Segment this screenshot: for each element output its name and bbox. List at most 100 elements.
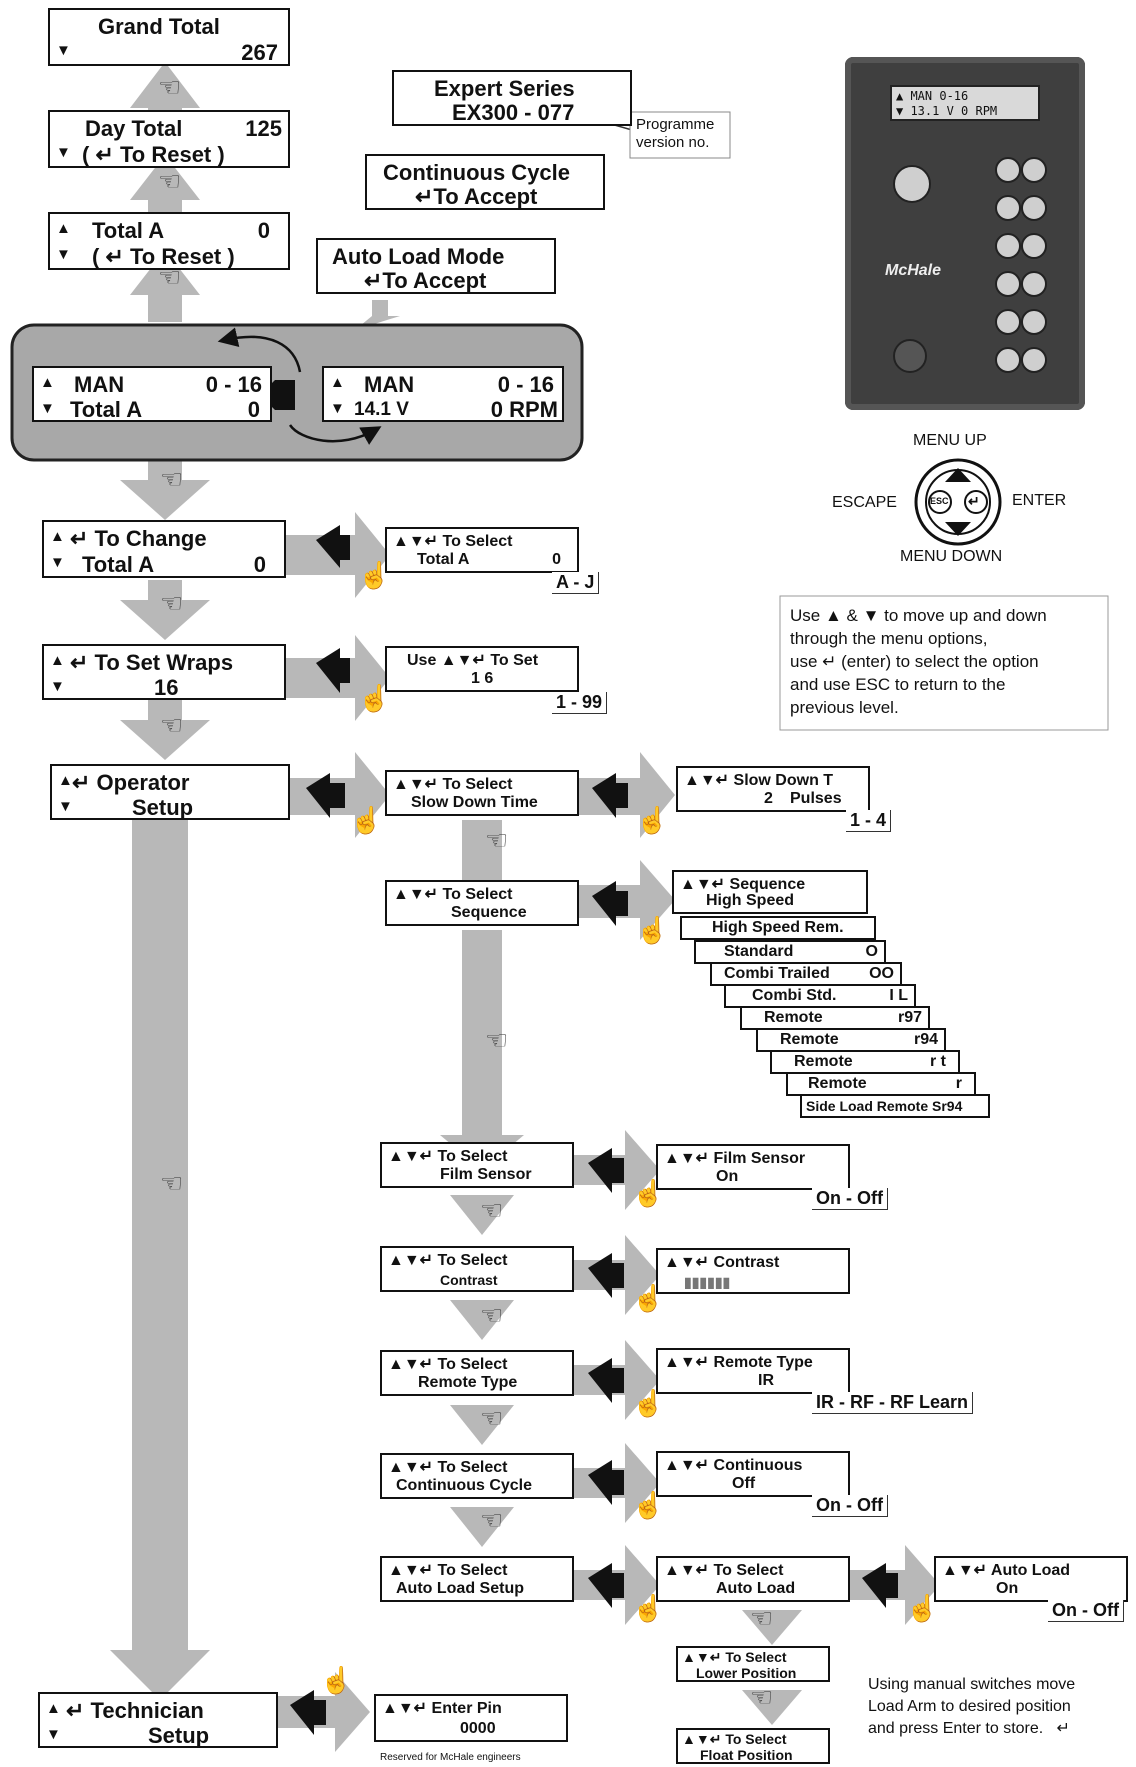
lcd-value: On (996, 1580, 1019, 1597)
pointer-hand-icon: ☝ (358, 560, 391, 590)
lcd-value: 16 (154, 675, 179, 700)
range-label: IR - RF - RF Learn (812, 1392, 973, 1414)
lcd-line: Float Position (700, 1747, 793, 1763)
lcd-select-film: ▲▼↵ To Select Film Sensor (380, 1142, 574, 1188)
lcd-line: ▲▼↵ Film Sensor (664, 1150, 806, 1167)
lcd-main-right: ▲ MAN 0 - 16 ▼ 14.1 V 0 RPM (322, 366, 564, 422)
sequence-option-label: Combi Std. (752, 987, 837, 1004)
lcd-day-total: Day Total 125 ▼ ( ↵ To Reset ) (48, 110, 290, 168)
pointer-hand-icon: ☜ (750, 1603, 774, 1633)
lcd-contrast: ▲▼↵ Contrast ▮▮▮▮▮▮ (656, 1248, 850, 1294)
lcd-line: Auto Load Setup (396, 1580, 524, 1597)
lcd-float-position: ▲▼↵ To Select Float Position (676, 1728, 830, 1764)
lcd-line: Film Sensor (440, 1166, 532, 1183)
lcd-to-change: ▲ ↵ To Change ▼ Total A 0 (42, 520, 286, 578)
lcd-operator-setup: ▲ ↵ Operator ▼ Setup (50, 764, 290, 820)
lcd-select-remote: ▲▼↵ To Select Remote Type (380, 1350, 574, 1396)
lcd-line: ▲▼↵ To Select (388, 1252, 508, 1269)
lcd-line: Total A (82, 552, 155, 577)
lcd-value: Off (732, 1475, 756, 1492)
pointer-hand-icon: ☝ (358, 683, 391, 713)
down-arrow-icon: ▼ (330, 400, 345, 417)
lcd-line: MAN (74, 372, 125, 397)
lcd-line: MAN (364, 372, 415, 397)
pointer-hand-icon: ☜ (480, 1505, 504, 1535)
lcd-line: ▲▼↵ To Select (388, 1356, 508, 1373)
lcd-select-sequence: ▲▼↵ To Select Sequence (385, 880, 579, 926)
lcd-select-contrast: ▲▼↵ To Select Contrast (380, 1246, 574, 1292)
up-arrow-icon: ▲ (46, 1700, 61, 1717)
device-power-button (893, 339, 927, 373)
lcd-line: Auto Load (716, 1580, 796, 1597)
sequence-option-label: High Speed Rem. (712, 919, 844, 936)
device-button (995, 157, 1021, 183)
lcd-line: High Speed (706, 892, 795, 909)
lcd-value: 0 (253, 552, 266, 577)
lcd-slow-down-t: ▲▼↵ Slow Down T 2 Pulses (676, 766, 870, 812)
sequence-option-code: r97 (897, 1009, 922, 1026)
device-button (1021, 157, 1047, 183)
lcd-line: ↵To Accept (364, 268, 487, 293)
lcd-value: 1 6 (471, 670, 494, 687)
lcd-value: 0 RPM (490, 397, 558, 422)
pointer-hand-icon: ☜ (750, 1682, 774, 1712)
manual-switches-note: Using manual switches move Load Arm to d… (868, 1676, 1076, 1737)
pointer-hand-icon: ☜ (485, 1025, 509, 1055)
lcd-line: 14.1 V (354, 399, 409, 420)
lcd-select-total: ▲▼↵ To Select Total A 0 (385, 527, 579, 573)
lcd-continuous-cycle-accept: Continuous Cycle ↵To Accept (365, 154, 605, 210)
device-button (1021, 233, 1047, 259)
lcd-line: EX300 - 077 (452, 100, 575, 125)
sequence-option-label: Remote (780, 1031, 839, 1048)
lcd-use-to-set: Use ▲▼↵ To Set 1 6 (385, 646, 579, 692)
pointer-hand-icon: ☜ (480, 1300, 504, 1330)
sequence-option-card: Combi Trailed OO (710, 962, 902, 986)
lcd-line: Lower Position (696, 1665, 797, 1681)
lcd-line: ▲▼↵ Contrast (664, 1254, 780, 1271)
lcd-select-continuous: ▲▼↵ To Select Continuous Cycle (380, 1453, 574, 1499)
down-arrow-icon: ▼ (40, 400, 55, 417)
lcd-line: ▲▼↵ To Select (388, 1562, 508, 1579)
lcd-remote-type: ▲▼↵ Remote Type IR (656, 1348, 850, 1394)
lcd-value: 267 (241, 40, 278, 65)
lcd-select-slow-down: ▲▼↵ To Select Slow Down Time (385, 770, 579, 816)
lcd-line: Continuous Cycle (396, 1477, 533, 1494)
range-label: 1 - 99 (552, 692, 608, 714)
lcd-line: ↵ Operator (72, 770, 190, 795)
lcd-line: Total A (417, 551, 470, 568)
lcd-auto-load: ▲▼↵ Auto Load On (934, 1556, 1128, 1602)
lcd-line: ▲▼↵ To Select (393, 533, 513, 550)
lcd-line: ↵To Accept (415, 184, 538, 209)
lcd-auto-load-accept: Auto Load Mode ↵To Accept (316, 238, 556, 294)
device-button (1021, 347, 1047, 373)
programme-version-note: Programme version no. (636, 116, 715, 151)
lcd-line: Use ▲▼↵ To Set (407, 652, 539, 669)
lcd-to-set-wraps: ▲ ↵ To Set Wraps ▼ 16 (42, 644, 286, 700)
pointer-hand-icon: ☝ (636, 915, 669, 945)
device-button (995, 271, 1021, 297)
down-arrow-icon: ▼ (56, 42, 71, 59)
lcd-line: ( ↵ To Reset ) (82, 142, 225, 167)
sequence-option-code: OO (869, 965, 894, 982)
sequence-option-label: Combi Trailed (724, 965, 830, 982)
pointer-hand-icon: ☜ (480, 1195, 504, 1225)
device-lcd-line: ▼ 13.1 V 0 RPM (896, 104, 998, 118)
enter-key-icon: ↵ (968, 493, 980, 509)
device-lcd: ▲ MAN 0-16 ▼ 13.1 V 0 RPM (890, 85, 1040, 121)
lcd-value: 0 (247, 397, 260, 422)
lcd-main-left: ▲ MAN 0 - 16 ▼ Total A 0 (32, 366, 272, 422)
down-arrow-icon: ▼ (56, 246, 71, 263)
range-label: On - Off (812, 1188, 888, 1210)
instructions-note: Use ▲ & ▼ to move up and down through th… (790, 606, 1047, 717)
lcd-expert-series: Expert Series EX300 - 077 (392, 70, 632, 126)
contrast-bar: ▮▮▮▮▮▮ (684, 1274, 731, 1290)
down-arrow-icon: ▼ (56, 144, 71, 161)
sequence-option-card: Combi Std.I L (724, 984, 916, 1008)
lcd-technician-setup: ▲ ↵ Technician ▼ Setup (38, 1692, 278, 1748)
pointer-hand-icon: ☜ (160, 710, 184, 740)
lcd-line: ▲▼↵ Remote Type (664, 1354, 813, 1371)
enter-label: ENTER (1012, 492, 1067, 509)
up-arrow-icon: ▲ (40, 374, 55, 391)
sequence-option-code: r94 (913, 1031, 938, 1048)
